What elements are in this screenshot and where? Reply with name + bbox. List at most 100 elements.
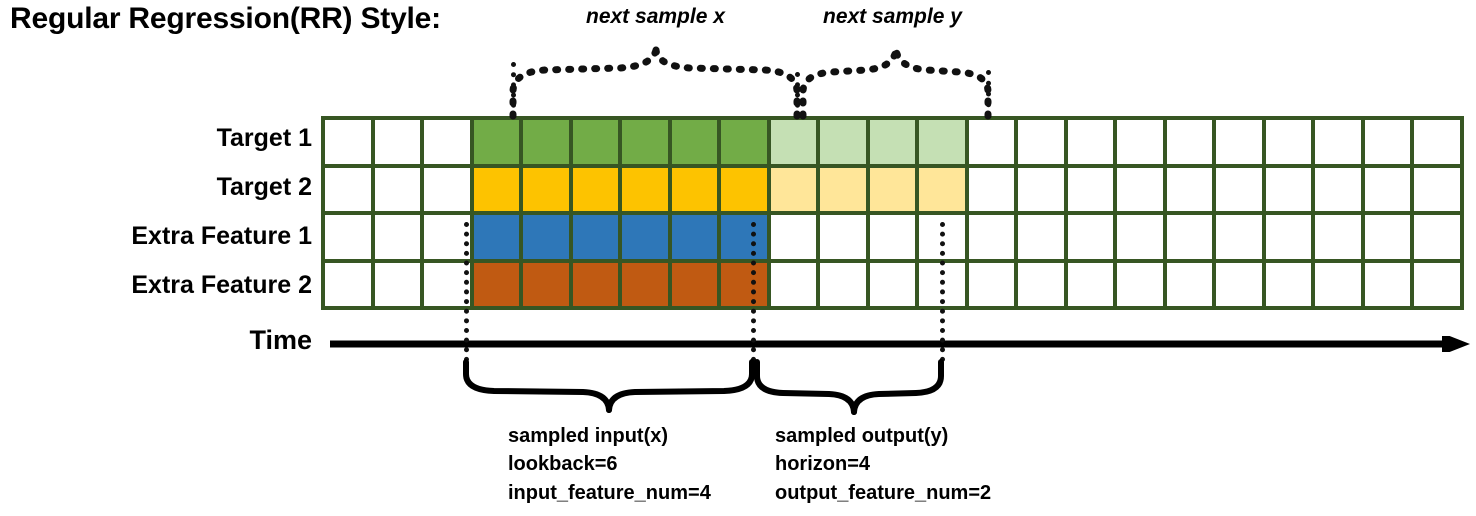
row-label-target-2: Target 2 [216,173,312,201]
grid-cell-output-r0-c9 [770,120,817,164]
grid-cell-input-r3-c7 [671,262,718,306]
grid-cell-blank-r2-c13 [968,215,1015,259]
grid-cell-blank-r2-c21 [1364,215,1411,259]
grid-cell-blank-r1-c16 [1117,167,1163,211]
grid-cell-input-r1-c5 [572,167,619,211]
grid-cell-blank-r1-c0 [325,167,371,211]
guide-line-input-start [464,222,469,362]
grid-cell-blank-r2-c20 [1315,215,1361,259]
grid-cell-blank-r1-c1 [374,167,421,211]
guide-line-top-input-end [795,72,800,118]
grid-cell-blank-r3-c21 [1364,262,1411,306]
grid-cell-blank-r1-c13 [968,167,1015,211]
grid-cell-blank-r0-c13 [968,120,1015,164]
grid-cell-blank-r1-c22 [1414,167,1460,211]
grid-cell-blank-r2-c2 [424,215,470,259]
grid-cell-blank-r0-c0 [325,120,371,164]
grid-cell-output-r1-c11 [869,167,916,211]
grid-cell-output-r1-c12 [919,167,965,211]
annotation-next-sample-x: next sample x [586,5,725,28]
grid-cell-input-r0-c8 [721,120,767,164]
top-brace-group [509,46,992,120]
grid-cell-blank-r3-c14 [1018,262,1064,306]
guide-line-top-output-end [986,70,991,118]
guide-line-output-end [940,222,945,362]
grid-cell-blank-r2-c1 [374,215,421,259]
grid-cell-input-r0-c6 [622,120,668,164]
grid-cell-input-r2-c4 [523,215,569,259]
grid-cell-input-r3-c3 [473,262,520,306]
grid-cell-blank-r0-c15 [1067,120,1114,164]
grid-cell-blank-r2-c10 [820,215,866,259]
grid-cell-blank-r0-c21 [1364,120,1411,164]
grid-cell-blank-r2-c18 [1216,215,1262,259]
grid-cell-input-r1-c6 [622,167,668,211]
caption-sampled-output: sampled output(y) horizon=4 output_featu… [775,422,991,507]
caption-input-lookback: lookback=6 [508,453,618,476]
page-title: Regular Regression(RR) Style: [10,2,441,35]
grid-cell-input-r2-c8 [721,215,767,259]
grid-cell-blank-r0-c19 [1265,120,1312,164]
grid-cell-blank-r3-c2 [424,262,470,306]
grid-cell-blank-r1-c14 [1018,167,1064,211]
time-axis-arrow [330,336,1470,352]
grid-cell-blank-r0-c17 [1166,120,1213,164]
grid-cell-blank-r3-c20 [1315,262,1361,306]
grid-cell-blank-r3-c22 [1414,262,1460,306]
grid-cell-blank-r2-c15 [1067,215,1114,259]
grid-cell-blank-r3-c0 [325,262,371,306]
row-label-extra-feature-1: Extra Feature 1 [131,222,312,250]
grid-cell-blank-r0-c22 [1414,120,1460,164]
grid-cell-input-r2-c6 [622,215,668,259]
grid-cell-blank-r3-c18 [1216,262,1262,306]
grid-cell-output-r1-c9 [770,167,817,211]
grid-cell-blank-r1-c20 [1315,167,1361,211]
annotation-next-sample-y: next sample y [823,5,962,28]
grid-cell-blank-r3-c19 [1265,262,1312,306]
grid-cell-blank-r2-c19 [1265,215,1312,259]
grid-cell-blank-r3-c13 [968,262,1015,306]
grid-cell-blank-r2-c14 [1018,215,1064,259]
grid-cell-blank-r1-c15 [1067,167,1114,211]
grid-cell-blank-r3-c1 [374,262,421,306]
grid-cell-input-r0-c3 [473,120,520,164]
guide-line-input-end [751,222,756,362]
grid-cell-input-r2-c3 [473,215,520,259]
grid-cell-input-r1-c8 [721,167,767,211]
grid-cell-output-r0-c11 [869,120,916,164]
caption-sampled-input: sampled input(x) lookback=6 input_featur… [508,422,711,507]
caption-input-title: sampled input(x) [508,425,669,447]
grid-cell-input-r1-c3 [473,167,520,211]
caption-output-feature-num: output_feature_num=2 [775,481,992,504]
grid-cell-input-r3-c6 [622,262,668,306]
grid-cell-blank-r1-c2 [424,167,470,211]
grid-cell-input-r1-c4 [523,167,569,211]
grid-cell-blank-r0-c2 [424,120,470,164]
grid-cell-input-r0-c4 [523,120,569,164]
grid-cell-input-r2-c5 [572,215,619,259]
timeseries-grid [321,116,1464,310]
grid-cell-output-r0-c12 [919,120,965,164]
grid-cell-blank-r3-c15 [1067,262,1114,306]
grid-cell-blank-r3-c16 [1117,262,1163,306]
time-axis-label: Time [249,325,312,355]
grid-cell-blank-r1-c21 [1364,167,1411,211]
grid-cell-input-r3-c8 [721,262,767,306]
row-label-extra-feature-2: Extra Feature 2 [131,271,312,299]
caption-output-horizon: horizon=4 [775,453,871,476]
row-label-column: Target 1 Target 2 Extra Feature 1 Extra … [0,116,312,310]
row-label-target-1: Target 1 [216,124,312,152]
grid-cell-output-r0-c10 [820,120,866,164]
grid-cell-blank-r1-c18 [1216,167,1262,211]
grid-cell-blank-r2-c9 [770,215,817,259]
grid-cell-blank-r2-c22 [1414,215,1460,259]
caption-input-feature-num: input_feature_num=4 [508,481,711,504]
grid-cell-blank-r1-c17 [1166,167,1213,211]
grid-cell-blank-r2-c0 [325,215,371,259]
bottom-brace-group [463,359,944,415]
grid-cell-blank-r2-c16 [1117,215,1163,259]
grid-cell-input-r0-c5 [572,120,619,164]
grid-cell-blank-r2-c11 [869,215,916,259]
grid-cell-blank-r0-c1 [374,120,421,164]
